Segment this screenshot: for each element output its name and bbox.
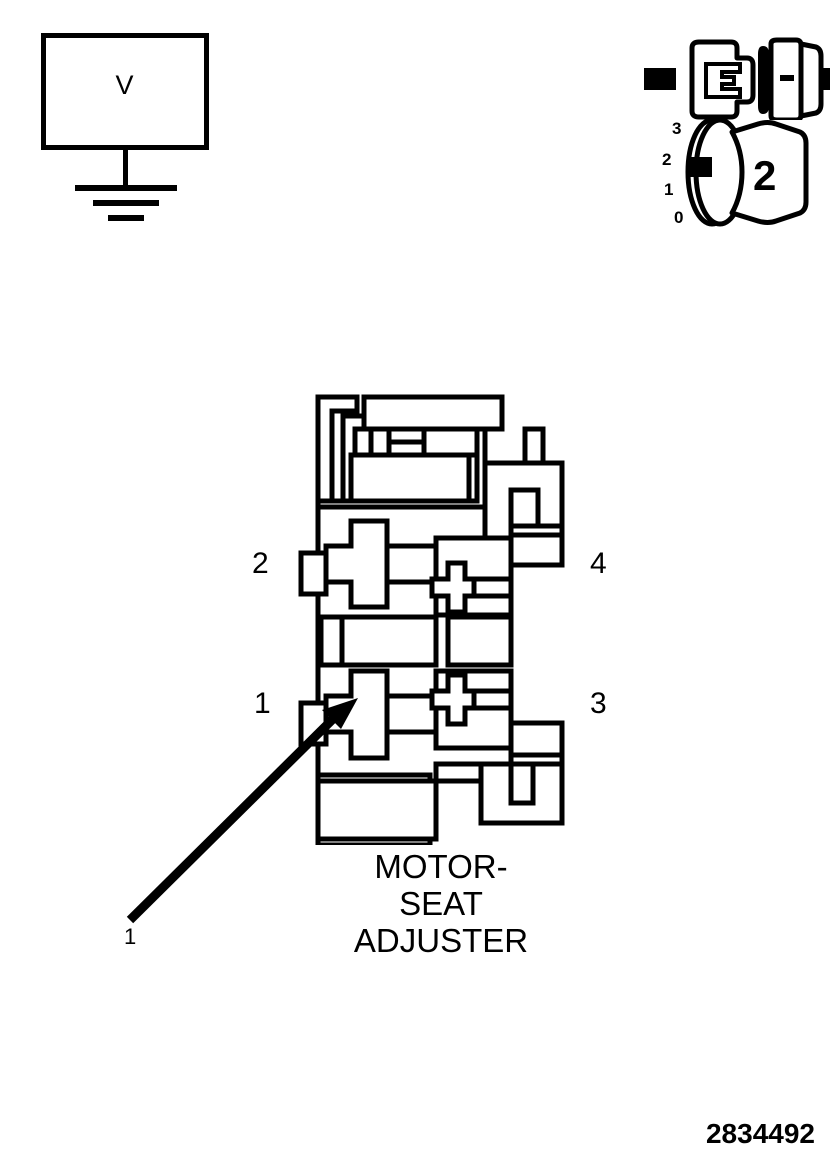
figure-number: 2834492 <box>705 1118 815 1149</box>
mated-connector-icon <box>630 20 830 120</box>
ground-lead <box>123 150 128 188</box>
callout-arrow-head <box>322 698 358 729</box>
caption-line-1: MOTOR- <box>374 848 508 885</box>
connector-keyed-body <box>729 120 809 225</box>
voltmeter-letter: V <box>115 70 135 100</box>
voltmeter-symbol: V <box>0 0 260 250</box>
ground-bar-3 <box>108 215 144 221</box>
figure-caption: MOTOR- SEAT ADJUSTER <box>300 848 582 959</box>
scale-label-2: 2 <box>662 150 671 169</box>
left-wire-stub <box>644 68 676 90</box>
scale-label-1: 1 <box>664 180 673 199</box>
housing-mid-band-right <box>445 614 514 668</box>
housing-top-bar <box>361 394 505 432</box>
voltmeter-body <box>41 33 209 150</box>
housing-upper-mid-rect <box>384 543 439 585</box>
terminal-label-1: 1 <box>254 687 271 720</box>
housing-right-notch <box>508 487 541 529</box>
left-connector-terminal-detail <box>704 62 742 99</box>
housing-mid-slot <box>318 614 345 668</box>
scale-label-3: 3 <box>672 119 681 138</box>
caption-line-2: SEAT <box>399 885 483 922</box>
latch-tab-upper-left <box>298 550 329 597</box>
housing-bottom-right-notch <box>508 761 536 806</box>
housing-mid-band-left <box>315 614 439 668</box>
scale-label-0: 0 <box>674 208 683 227</box>
housing-bottom-base <box>315 778 439 842</box>
callout-arrow <box>100 690 390 960</box>
housing-right-sub-block <box>508 532 565 568</box>
callout-arrow-shaft <box>126 708 344 924</box>
housing-bottom-mid-strip <box>433 761 484 784</box>
ground-bar-2 <box>93 200 159 206</box>
connector-seal <box>758 46 769 114</box>
terminal-label-4: 4 <box>590 547 607 580</box>
terminal-label-3: 3 <box>590 687 607 720</box>
right-connector-slot <box>780 75 794 81</box>
right-wire-stub <box>820 68 830 90</box>
terminal-cavity-3 <box>429 672 484 727</box>
callout-label: 1 <box>124 924 137 949</box>
ground-bar-1 <box>75 185 177 191</box>
right-connector-body-rear <box>798 41 824 119</box>
connector-end-view: 3 2 1 0 2 <box>650 110 830 235</box>
terminal-label-2: 2 <box>252 547 269 580</box>
housing-top-cavity <box>348 452 472 504</box>
housing-upper-strip <box>471 576 514 599</box>
housing-bottom-right-upper <box>508 720 565 758</box>
terminal-cavity-4 <box>429 560 484 615</box>
housing-lower-strip <box>471 688 514 711</box>
connector-position-label: 2 <box>753 152 776 199</box>
index-marker <box>690 157 712 177</box>
housing-lower-mid-rect <box>384 693 439 735</box>
caption-line-3: ADJUSTER <box>353 922 529 959</box>
